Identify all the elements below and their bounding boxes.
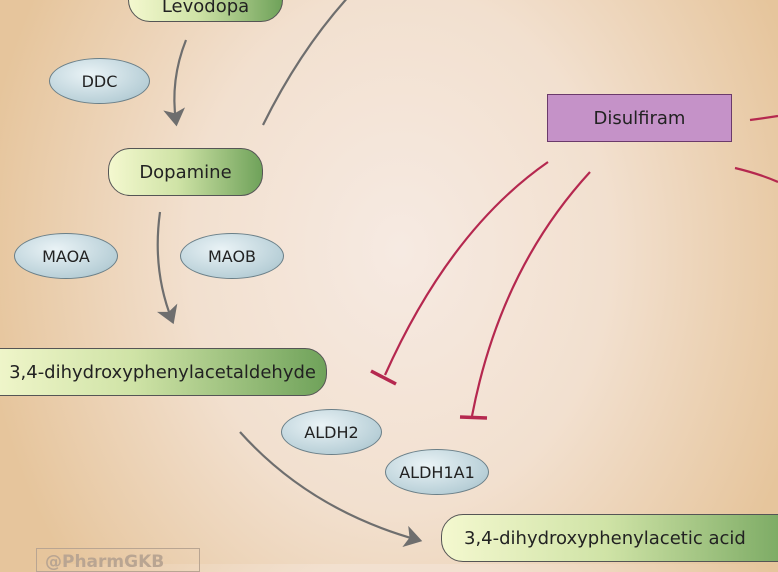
inhibition-line-right-2 xyxy=(734,166,778,184)
inhibition-aldh2 xyxy=(383,161,549,376)
node-aldh2[interactable]: ALDH2 xyxy=(281,409,382,455)
node-dopac[interactable]: 3,4-dihydroxyphenylacetic acid xyxy=(441,514,778,562)
line-levodopa-branch xyxy=(262,0,348,126)
node-maoa[interactable]: MAOA xyxy=(14,233,118,279)
node-dopal[interactable]: 3,4-dihydroxyphenylacetaldehyde xyxy=(0,348,327,396)
watermark: @PharmGKB xyxy=(36,548,200,572)
node-ddc[interactable]: DDC xyxy=(49,58,150,104)
label: Levodopa xyxy=(161,0,250,17)
label: Disulfiram xyxy=(593,107,686,129)
label: ALDH1A1 xyxy=(399,462,475,482)
arrow-levodopa-dopamine xyxy=(163,39,188,127)
node-dopamine[interactable]: Dopamine xyxy=(108,148,263,196)
label: MAOB xyxy=(207,246,257,266)
node-aldh1a1[interactable]: ALDH1A1 xyxy=(385,449,489,495)
label: Dopamine xyxy=(139,161,232,183)
watermark-text: @PharmGKB xyxy=(45,552,165,572)
node-disulfiram[interactable]: Disulfiram xyxy=(547,94,732,142)
arrow-dopal-dopac xyxy=(239,431,423,548)
node-levodopa[interactable]: Levodopa xyxy=(128,0,283,22)
arrow-dopamine-dopal xyxy=(156,211,178,325)
label: ALDH2 xyxy=(304,422,359,442)
label: MAOA xyxy=(42,246,90,266)
label: 3,4-dihydroxyphenylacetic acid xyxy=(464,527,746,549)
label: 3,4-dihydroxyphenylacetaldehyde xyxy=(9,361,316,383)
node-maob[interactable]: MAOB xyxy=(180,233,284,279)
inhibition-aldh1a1 xyxy=(470,171,591,417)
label: DDC xyxy=(81,71,118,91)
inhibition-line-right-1 xyxy=(749,114,778,122)
